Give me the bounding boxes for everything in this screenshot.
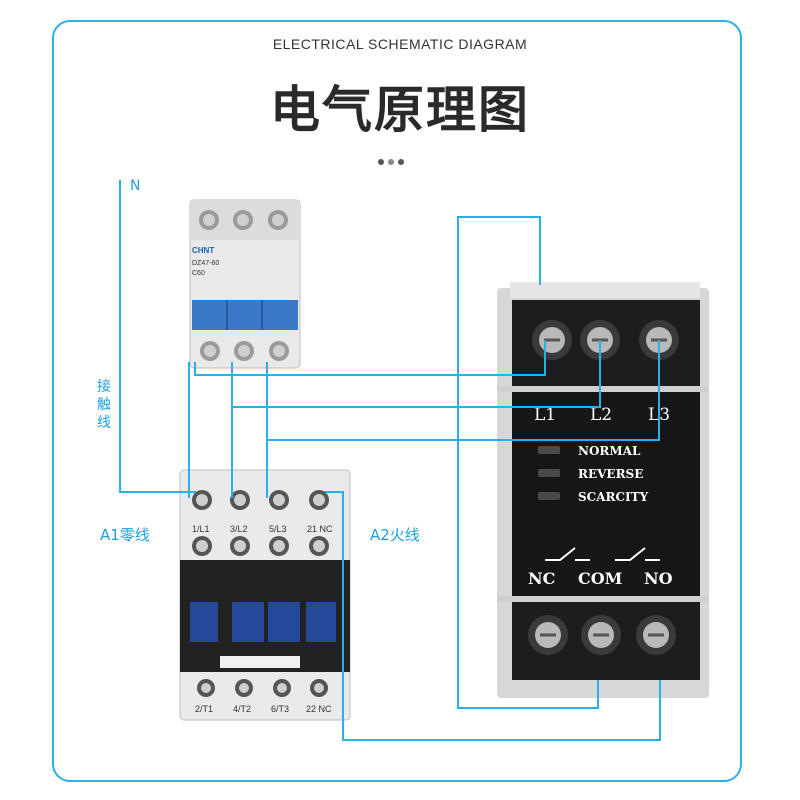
terminal-1-l1: 1/L1 — [192, 524, 210, 534]
circuit-breaker: CHNT DZ47-60 C60 — [189, 199, 301, 369]
relay-phase-l1: L1 — [534, 405, 556, 425]
relay-bottom-terminals — [528, 615, 676, 655]
nc-contact-symbol — [545, 547, 590, 561]
neutral-label: N — [130, 178, 141, 194]
no-contact-symbol — [615, 547, 660, 561]
subtitle: ELECTRICAL SCHEMATIC DIAGRAM — [272, 36, 528, 52]
indicator-normal: NORMAL — [578, 444, 641, 458]
terminal-3-l2: 3/L2 — [230, 524, 248, 534]
relay-phase-l2: L2 — [590, 405, 612, 425]
breaker-model: DZ47-60 — [192, 260, 219, 267]
reverse-led — [538, 469, 560, 477]
normal-led — [538, 446, 560, 454]
indicator-reverse: REVERSE — [578, 467, 643, 481]
diagram-frame — [52, 20, 742, 782]
phase-sequence-relay: L1 L2 L3 NORMAL REVERSE SCARCITY NC COM … — [497, 282, 709, 698]
terminal-6-t3: 6/T3 — [271, 704, 289, 714]
contactor: 1/L1 3/L2 5/L3 21 NC 2/T1 4/T2 6/T3 22 N… — [179, 469, 351, 721]
wire-a2-live — [325, 491, 661, 741]
neutral-wire — [119, 180, 196, 493]
relay-top-terminals — [532, 320, 679, 360]
wire-relay-l2 — [231, 340, 601, 408]
wire-relay-l3 — [266, 340, 660, 441]
page-title: 电气原理图 — [270, 81, 530, 139]
terminal-4-t2: 4/T2 — [233, 704, 251, 714]
terminal-21-nc: 21 NC — [307, 524, 333, 534]
decorative-dots — [376, 150, 406, 169]
a2-live-label: A2火线 — [370, 526, 420, 544]
indicator-scarcity: SCARCITY — [578, 490, 649, 504]
terminal-22-nc: 22 NC — [306, 704, 332, 714]
breaker-rating: C60 — [192, 270, 205, 277]
scarcity-led — [538, 492, 560, 500]
output-no: NO — [644, 569, 673, 588]
output-nc: NC — [528, 569, 555, 588]
a1-neutral-label: A1零线 — [100, 526, 150, 544]
terminal-5-l3: 5/L3 — [269, 524, 287, 534]
wire-relay-l1 — [194, 340, 546, 376]
wire-relay-nc-loop — [457, 216, 599, 709]
breaker-brand: CHNT — [192, 246, 214, 255]
breaker-handles — [192, 300, 298, 330]
wiring — [119, 180, 661, 741]
contact-wire-label: 接 触 线 — [97, 379, 111, 431]
output-com: COM — [578, 569, 622, 588]
terminal-2-t1: 2/T1 — [195, 704, 213, 714]
